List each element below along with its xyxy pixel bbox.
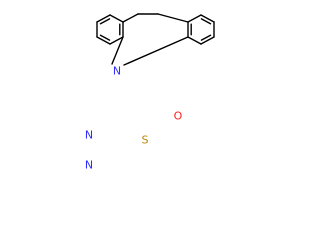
ring-benzo-left-bond-0 [96, 36, 111, 45]
ring-benzo-left-bond-2 [96, 14, 111, 23]
bond-right-n-dummy [123, 36, 189, 66]
structure-drawing: N O S N N [83, 13, 215, 172]
atom-n-azepine: N [113, 65, 121, 78]
atom-s-thioether: S [142, 134, 149, 147]
ring-benzo-right-bond-4 [187, 14, 202, 23]
ring-benzo-left-bond-3 [109, 14, 124, 23]
ring-benzo-right-bond-1 [200, 36, 215, 45]
bond-bridge-1 [122, 13, 139, 23]
ring-benzo-left-bond-2-inner [99, 18, 111, 25]
bond-left-n [111, 36, 124, 65]
molecule-canvas: N O S N N [83, 13, 215, 172]
atom-mask-n-azepine [111, 65, 123, 77]
atom-mask-n-quin-1 [83, 159, 95, 171]
bond-layer [96, 13, 215, 66]
ring-benzo-right-bond-3 [200, 14, 215, 23]
atom-label-layer: N O S N N [83, 65, 184, 172]
atom-o-carbonyl: O [174, 110, 183, 123]
atom-mask-n-quin-3 [83, 129, 95, 141]
ring-benzo-left-bond-0-inner [99, 34, 111, 41]
bond-bridge-3 [157, 13, 189, 23]
ring-benzo-right-bond-1-inner [200, 34, 212, 41]
ring-benzo-right-bond-0 [187, 36, 202, 45]
ring-benzo-left-bond-5 [109, 36, 124, 45]
atom-mask-o-carbonyl [172, 110, 184, 122]
atom-n-quinazoline-3: N [85, 129, 93, 142]
atom-n-quinazoline-1: N [85, 159, 93, 172]
atom-mask-s-thioether [139, 134, 151, 146]
ring-benzo-right-bond-3-inner [200, 18, 212, 25]
